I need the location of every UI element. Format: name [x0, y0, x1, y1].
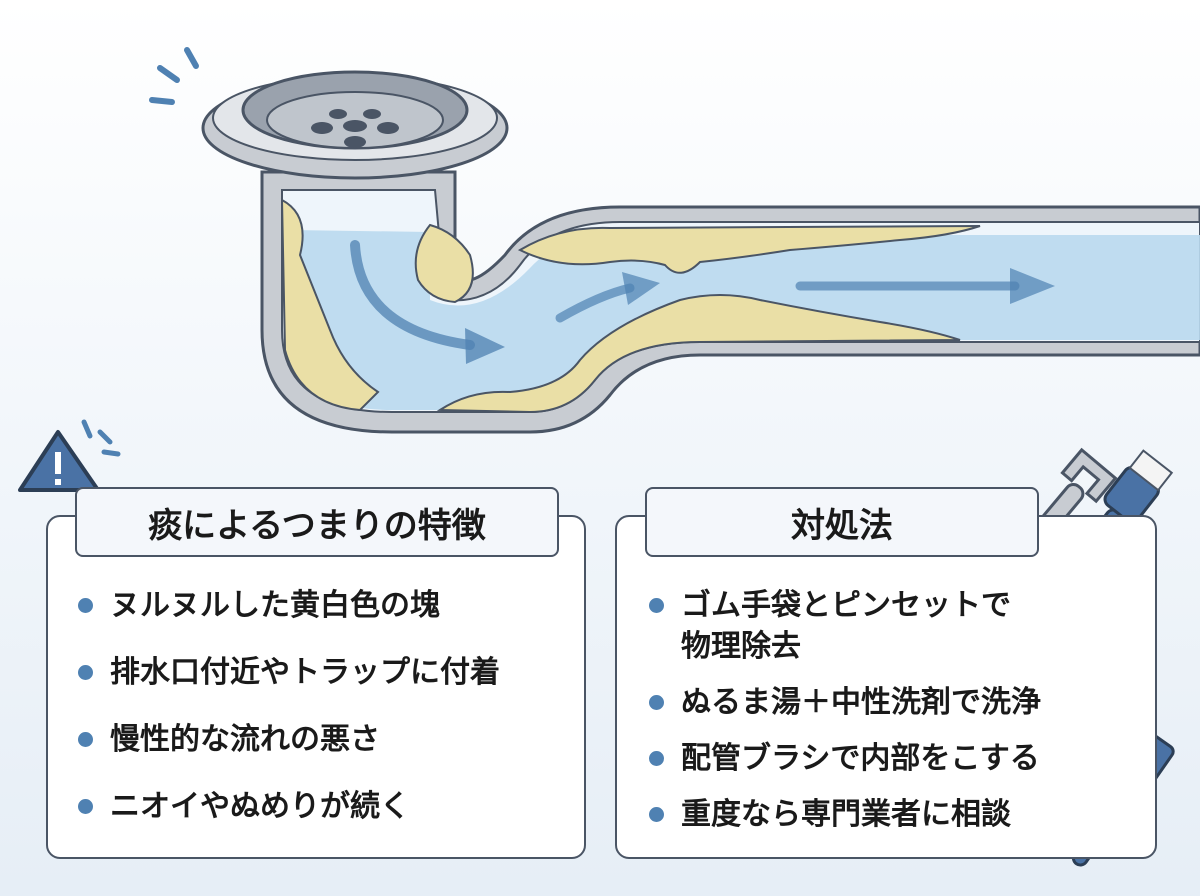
characteristic-text: 慢性的な流れの悪さ	[110, 722, 380, 757]
solution-text: 重度なら専門業者に相談	[681, 797, 1011, 832]
characteristics-list: ヌルヌルした黄白色の塊排水口付近やトラップに付着慢性的な流れの悪さニオイやぬめり…	[74, 585, 574, 853]
bullet-dot	[78, 598, 93, 613]
drain-strainer-icon	[201, 70, 509, 180]
characteristic-text: 排水口付近やトラップに付着	[110, 655, 500, 690]
characteristic-item: ヌルヌルした黄白色の塊	[74, 585, 574, 626]
characteristics-panel	[46, 515, 586, 859]
bullet-dot	[78, 732, 93, 747]
drain-sparkle-icon	[149, 47, 199, 105]
bullet-dot	[649, 751, 664, 766]
solution-text: ゴム手袋とピンセットで	[681, 588, 1011, 623]
bullet-dot	[78, 799, 93, 814]
solution-item: 重度なら専門業者に相談	[645, 794, 1145, 835]
solution-text: 配管ブラシで内部をこする	[681, 741, 1040, 776]
characteristic-item: 慢性的な流れの悪さ	[74, 719, 574, 760]
characteristic-text: ヌルヌルした黄白色の塊	[110, 588, 440, 623]
characteristic-item: 排水口付近やトラップに付着	[74, 652, 574, 693]
solution-text: 物理除去	[681, 629, 801, 664]
bullet-dot	[649, 807, 664, 822]
characteristics-title: 痰によるつまりの特徴	[75, 487, 559, 557]
warning-icon	[18, 419, 121, 492]
pipe-icon	[260, 170, 1200, 434]
solution-item: ゴム手袋とピンセットで物理除去	[645, 585, 1145, 667]
bullet-dot	[649, 598, 664, 613]
bullet-dot	[78, 665, 93, 680]
solutions-title: 対処法	[645, 487, 1039, 557]
characteristic-item: ニオイやぬめりが続く	[74, 786, 574, 827]
characteristic-text: ニオイやぬめりが続く	[110, 789, 410, 824]
bullet-dot	[649, 695, 664, 710]
solutions-list: ゴム手袋とピンセットで物理除去ぬるま湯＋中性洗剤で洗浄配管ブラシで内部をこする重…	[645, 585, 1145, 850]
solution-item: ぬるま湯＋中性洗剤で洗浄	[645, 682, 1145, 723]
solution-item: 配管ブラシで内部をこする	[645, 738, 1145, 779]
solutions-panel	[615, 515, 1157, 859]
solution-text: ぬるま湯＋中性洗剤で洗浄	[681, 685, 1041, 720]
